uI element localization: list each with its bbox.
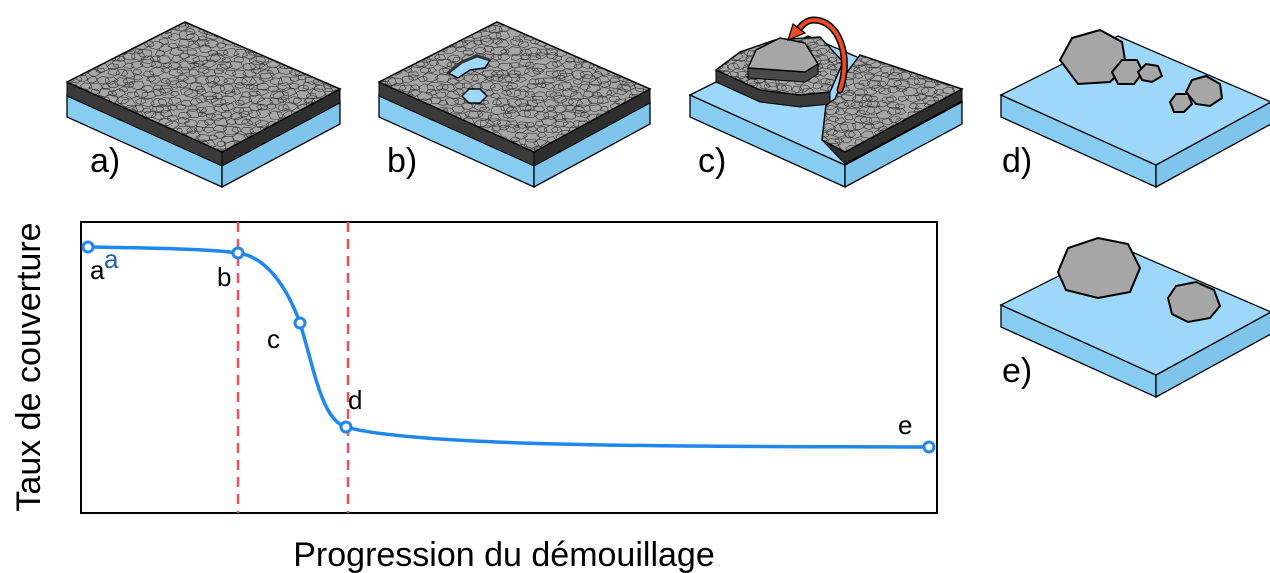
hole-rim	[447, 54, 491, 75]
island-large	[1056, 236, 1142, 300]
film-top	[377, 21, 652, 153]
panel-label-c: c)	[698, 142, 726, 180]
lifted-grain	[746, 37, 820, 73]
y-axis-label: Taux de couverture	[10, 222, 48, 511]
panel-b: b)	[377, 21, 652, 189]
coverage-graph: a a b c d e Progression du démouillage T…	[10, 221, 938, 573]
island-large	[1058, 28, 1128, 86]
panel-label-b: b)	[387, 142, 417, 180]
island-small	[1136, 62, 1164, 84]
coverage-curve	[87, 245, 930, 449]
panel-label-e: e)	[1002, 352, 1032, 390]
point-e	[922, 440, 936, 454]
point-b	[231, 246, 245, 260]
point-label-stray-a: a	[104, 244, 119, 274]
panel-d: d)	[999, 28, 1270, 189]
plot-frame	[80, 221, 938, 514]
point-label-e: e	[898, 410, 912, 440]
island-pair-large	[1184, 74, 1224, 108]
panel-e: e)	[999, 236, 1270, 399]
point-label-b: b	[217, 262, 231, 292]
point-label-d: d	[348, 385, 362, 415]
point-d	[339, 420, 353, 434]
panel-c: c)	[688, 16, 964, 189]
panel-label-a: a)	[90, 142, 120, 180]
point-label-c: c	[267, 324, 280, 354]
point-c	[293, 316, 307, 330]
x-axis-label: Progression du démouillage	[293, 536, 714, 573]
flip-arrow-head	[787, 23, 807, 42]
panel-a: a)	[65, 21, 342, 189]
point-label-a: a	[90, 255, 105, 285]
round-hole	[460, 88, 489, 104]
flip-arrow-fill	[795, 17, 847, 92]
panel-label-d: d)	[1002, 142, 1032, 180]
island-pair-small	[1168, 93, 1194, 113]
point-a	[81, 240, 95, 254]
island-small	[1166, 280, 1222, 324]
